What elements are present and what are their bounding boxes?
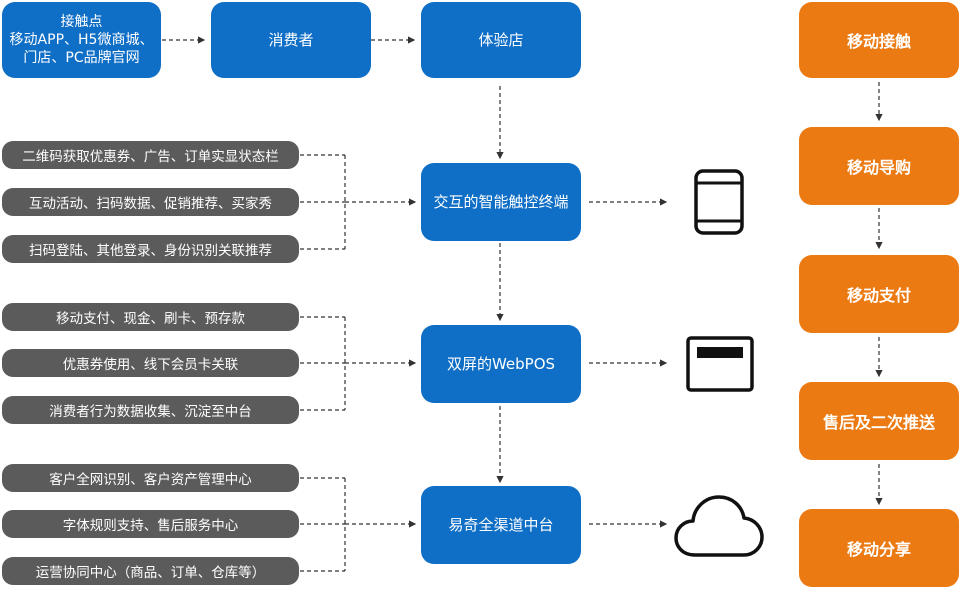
flow-step-label: 移动导购: [846, 158, 911, 177]
terminal-feature-pill: 互动活动、扫码数据、促销推荐、买家秀: [2, 188, 299, 216]
platform-feature-text: 运营协同中心（商品、订单、仓库等）: [35, 565, 266, 581]
terminal-feature-text: 二维码获取优惠券、广告、订单实显状态栏: [22, 149, 279, 165]
platform-feature-text: 客户全网识别、客户资产管理中心: [49, 472, 252, 488]
terminal-feature-text: 扫码登陆、其他登录、身份识别关联推荐: [29, 243, 272, 259]
platform-box: 易奇全渠道中台: [421, 486, 581, 564]
terminal-feature-pill: 扫码登陆、其他登录、身份识别关联推荐: [2, 235, 299, 263]
webpos-feature-text: 消费者行为数据收集、沉淀至中台: [49, 404, 252, 420]
platform-feature-pill: 运营协同中心（商品、订单、仓库等）: [2, 557, 299, 585]
terminal-label: 交互的智能触控终端: [433, 192, 569, 211]
touchpoint-channels-line1: 移动APP、H5微商城、: [9, 32, 154, 48]
webpos-feature-pill: 移动支付、现金、刷卡、预存款: [2, 303, 299, 331]
flow-step-mobile-contact: 移动接触: [799, 2, 959, 78]
touchpoint-channels-line2: 门店、PC品牌官网: [23, 50, 140, 66]
terminal-feature-pill: 二维码获取优惠券、广告、订单实显状态栏: [2, 141, 299, 169]
flow-step-label: 售后及二次推送: [822, 413, 935, 432]
tablet-icon: [694, 169, 744, 235]
flow-step-label: 移动支付: [846, 286, 911, 305]
consumer-label: 消费者: [268, 30, 314, 49]
webpos-box: 双屏的WebPOS: [421, 325, 581, 403]
cloud-icon: [674, 495, 764, 557]
flow-step-mobile-guide: 移动导购: [799, 127, 959, 205]
flow-step-after-sales: 售后及二次推送: [799, 382, 959, 460]
terminal-box: 交互的智能触控终端: [421, 163, 581, 241]
webpos-feature-text: 移动支付、现金、刷卡、预存款: [56, 311, 245, 327]
flow-step-label: 移动接触: [846, 32, 911, 51]
consumer-box: 消费者: [211, 2, 371, 78]
store-label: 体验店: [478, 30, 524, 49]
webpos-feature-text: 优惠券使用、线下会员卡关联: [62, 357, 239, 373]
platform-label: 易奇全渠道中台: [448, 515, 554, 534]
flow-step-label: 移动分享: [846, 540, 911, 559]
touchpoint-box: 接触点 移动APP、H5微商城、 门店、PC品牌官网: [2, 2, 161, 78]
terminal-feature-text: 互动活动、扫码数据、促销推荐、买家秀: [29, 196, 272, 212]
platform-feature-pill: 字体规则支持、售后服务中心: [2, 510, 299, 538]
webpos-label: 双屏的WebPOS: [446, 354, 556, 373]
platform-feature-text: 字体规则支持、售后服务中心: [62, 518, 239, 534]
flow-step-mobile-share: 移动分享: [799, 509, 959, 587]
touchpoint-title: 接触点: [60, 14, 103, 30]
store-box: 体验店: [421, 2, 581, 78]
webpos-feature-pill: 消费者行为数据收集、沉淀至中台: [2, 396, 299, 424]
pos-screen-icon: [686, 336, 754, 392]
flow-step-mobile-payment: 移动支付: [799, 255, 959, 333]
webpos-feature-pill: 优惠券使用、线下会员卡关联: [2, 349, 299, 377]
platform-feature-pill: 客户全网识别、客户资产管理中心: [2, 464, 299, 492]
